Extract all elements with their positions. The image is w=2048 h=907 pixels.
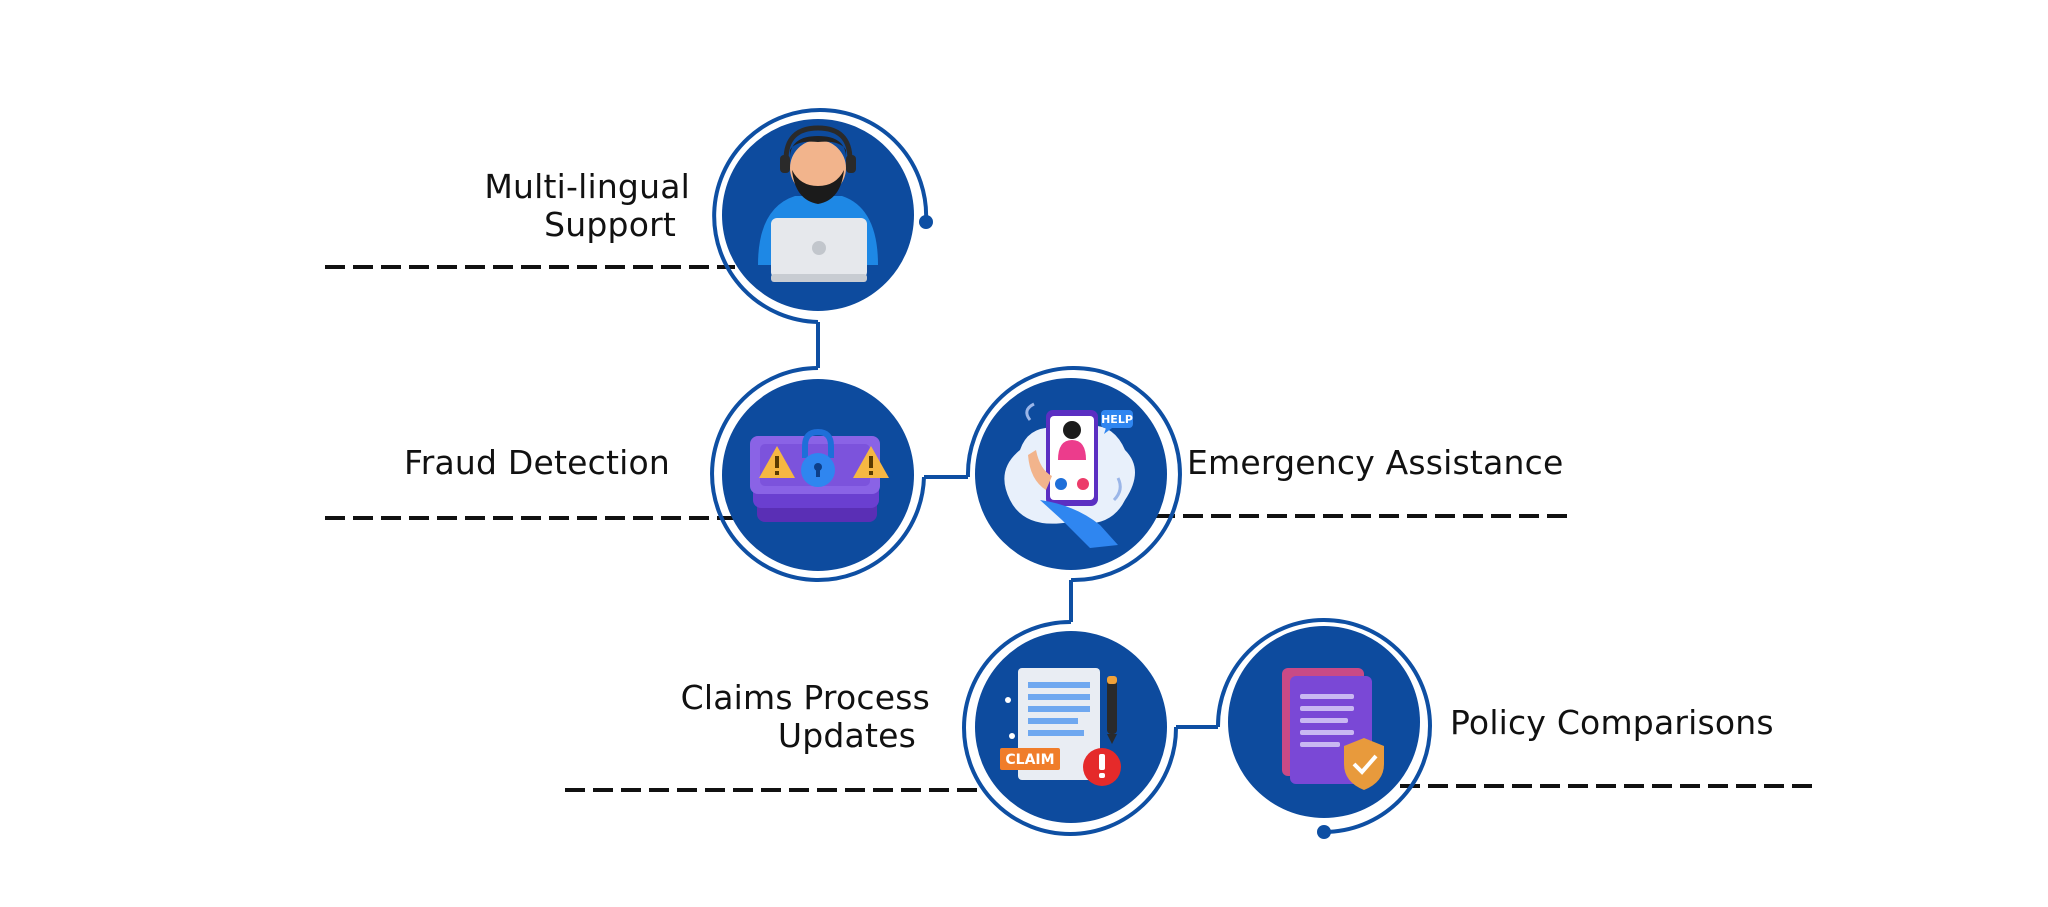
label-emergency-line1: Emergency Assistance bbox=[1187, 443, 1564, 482]
policy-document-shield-icon bbox=[1282, 668, 1384, 790]
ring-end-dot bbox=[1317, 825, 1331, 839]
label-multilingual-line1: Multi-lingual bbox=[484, 167, 690, 206]
label-multilingual-line2: Support bbox=[544, 205, 676, 244]
dashed-baselines bbox=[325, 265, 1815, 792]
support-agent-laptop-icon bbox=[758, 125, 878, 282]
claim-stamp-text: CLAIM bbox=[1005, 752, 1054, 768]
help-phone-call-icon: HELP bbox=[1004, 402, 1135, 548]
outer-ring bbox=[712, 108, 929, 324]
node-policy bbox=[1215, 618, 1432, 839]
outer-ring bbox=[965, 366, 1182, 583]
label-claims-line2: Updates bbox=[777, 716, 916, 755]
help-bubble-text: HELP bbox=[1101, 413, 1133, 426]
label-fraud: Fraud Detection bbox=[340, 444, 670, 482]
claim-document-icon: CLAIM bbox=[1000, 668, 1121, 786]
outer-ring bbox=[710, 366, 926, 582]
connectors bbox=[816, 322, 1218, 729]
label-claims: Claims Process Updates bbox=[620, 679, 930, 755]
label-emergency: Emergency Assistance bbox=[1187, 444, 1587, 482]
outer-ring bbox=[962, 619, 1179, 836]
ring-end-dot bbox=[919, 215, 933, 229]
label-policy-line1: Policy Comparisons bbox=[1450, 703, 1774, 742]
locked-cash-warning-icon bbox=[750, 428, 889, 522]
label-fraud-line1: Fraud Detection bbox=[403, 443, 670, 482]
label-claims-line1: Claims Process bbox=[680, 678, 930, 717]
node-emergency: HELP bbox=[965, 366, 1182, 583]
node-multilingual bbox=[712, 108, 933, 324]
label-multilingual: Multi-lingual Support bbox=[440, 168, 690, 244]
label-policy: Policy Comparisons bbox=[1450, 704, 1830, 742]
outer-ring bbox=[1215, 618, 1432, 834]
node-fraud bbox=[710, 366, 926, 582]
node-claims: CLAIM bbox=[962, 619, 1179, 836]
